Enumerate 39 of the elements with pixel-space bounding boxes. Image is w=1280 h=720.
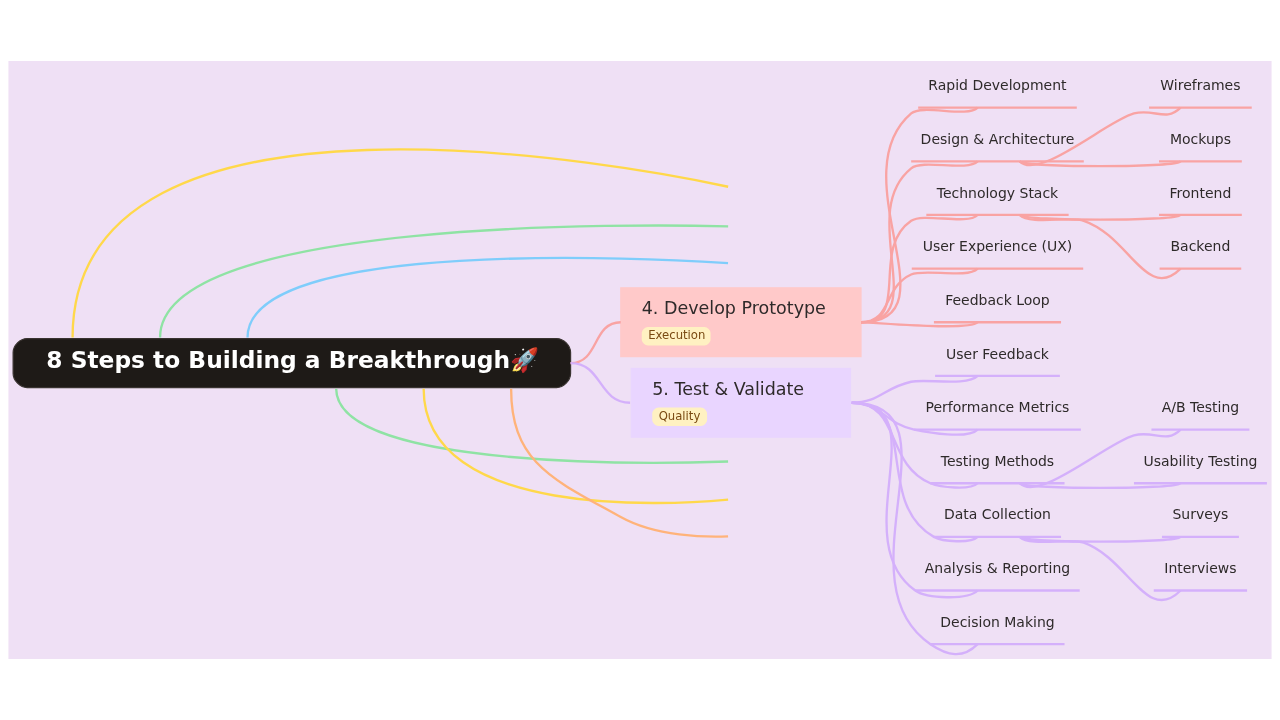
node-text: Mockups <box>1169 130 1231 147</box>
node-text: Decision Making <box>940 613 1055 630</box>
connector <box>861 321 979 328</box>
node-box: 8 Steps to Building a Breakthrough🚀 <box>12 338 572 389</box>
connector <box>71 148 729 338</box>
connector <box>1019 428 1182 488</box>
connector <box>422 388 729 505</box>
node-text: Performance Metrics <box>925 399 1070 416</box>
node-text: A/B Testing <box>1161 399 1240 416</box>
connector <box>1019 160 1181 168</box>
connector <box>335 388 729 464</box>
node-text: User Experience (UX) <box>922 238 1073 255</box>
node-box: 4. Develop Prototype Execution <box>620 287 862 358</box>
node-text: Rapid Development <box>928 77 1067 94</box>
connector <box>509 388 729 538</box>
connector <box>1019 482 1181 490</box>
connector <box>1019 214 1182 279</box>
node-text: Technology Stack <box>936 184 1059 201</box>
connector <box>1019 213 1181 221</box>
node-text: Analysis & Reporting <box>924 560 1071 577</box>
node-text: Frontend <box>1169 184 1232 201</box>
node-text: Design & Architecture <box>920 130 1075 147</box>
node-text: Surveys <box>1172 506 1229 523</box>
connector <box>1019 535 1181 543</box>
node-text: User Feedback <box>946 345 1049 362</box>
node-text: Data Collection <box>943 506 1051 523</box>
node-text: Testing Methods <box>940 452 1055 469</box>
connector <box>851 401 979 656</box>
node-text: Usability Testing <box>1143 452 1258 469</box>
connector <box>570 361 631 404</box>
node-text: Feedback Loop <box>945 291 1050 308</box>
connector <box>1019 106 1182 167</box>
node-text: Backend <box>1170 238 1231 255</box>
node-text: Wireframes <box>1160 77 1241 94</box>
node-box: 5. Test & Validate Quality <box>630 367 852 438</box>
connector <box>246 256 729 338</box>
node-text: Interviews <box>1164 560 1237 577</box>
connector <box>158 224 729 338</box>
connector <box>1019 535 1182 601</box>
